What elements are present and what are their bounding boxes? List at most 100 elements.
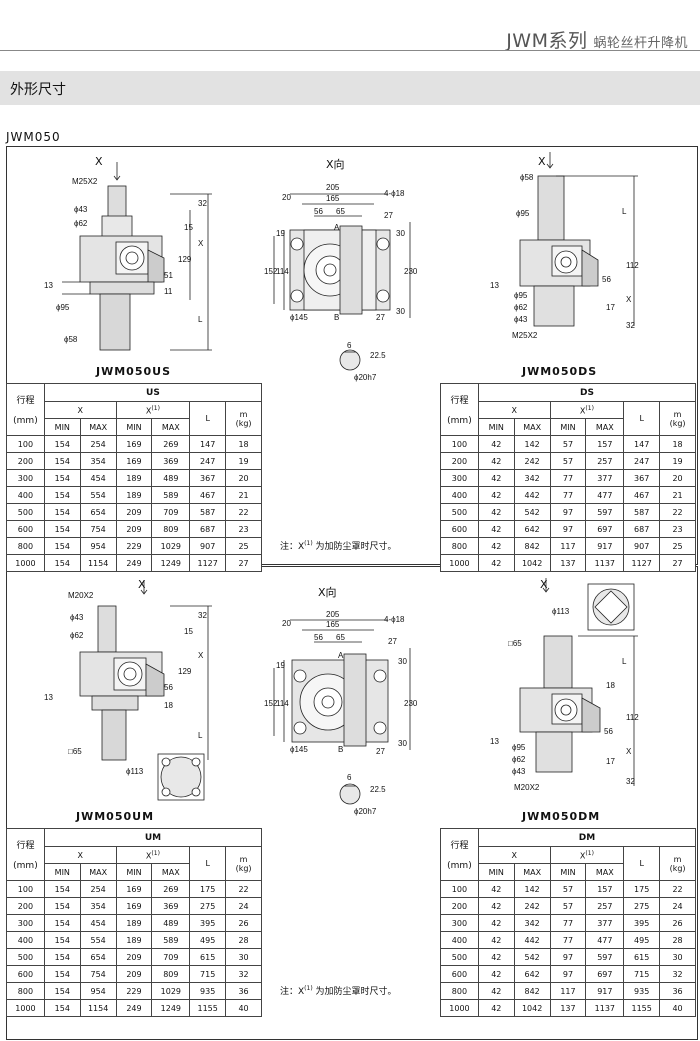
note-top: 注：X(1) 为加防尘罩时尺寸。 (280, 539, 397, 552)
label-18: 18 (164, 701, 173, 710)
table-cell: 269 (151, 435, 191, 453)
label-l: L (622, 207, 627, 216)
col-min: MIN (549, 418, 587, 436)
drawing-us: M25X2 ϕ43 ϕ62 ϕ95 ϕ58 32 15 X 129 51 11 … (44, 162, 212, 351)
table-cell: 32 (659, 965, 696, 983)
note-text: 为加防尘罩时尺寸。 (315, 987, 397, 997)
table-cell: 300 (6, 914, 45, 932)
table-cell: 615 (623, 948, 661, 966)
table-cell: 154 (43, 931, 81, 949)
table-cell: 154 (43, 486, 81, 504)
label-27: 27 (388, 637, 397, 646)
table-cell: 1154 (79, 999, 117, 1017)
table-cell: 587 (623, 503, 661, 521)
table-cell: 842 (513, 982, 551, 1000)
table-cell: 117 (549, 982, 587, 1000)
table-cell: 229 (115, 537, 153, 555)
table-cell: 154 (43, 554, 81, 572)
table-cell: 249 (115, 554, 153, 572)
table-cell: 754 (79, 965, 117, 983)
stroke-unit: (mm) (13, 416, 38, 426)
label-129: 129 (178, 255, 192, 264)
table-cell: 907 (623, 537, 661, 555)
drawing-ds: ϕ58 ϕ95 L 112 56 13 ϕ95 ϕ62 ϕ43 M25X2 X … (490, 152, 639, 340)
label-x: X (626, 747, 632, 756)
table-cell: 369 (151, 452, 191, 470)
table-cell: 147 (189, 435, 227, 453)
table-cell: 454 (79, 914, 117, 932)
label-129: 129 (178, 667, 192, 676)
label-d113: ϕ113 (552, 607, 570, 616)
col-m-unit: (kg) (669, 418, 686, 428)
table-cell: 489 (151, 914, 191, 932)
col-min: MIN (43, 418, 81, 436)
label-30b: 30 (398, 739, 407, 748)
table-cell: 935 (623, 982, 661, 1000)
label-d58: ϕ58 (520, 173, 534, 182)
col-x1-text: X (145, 851, 152, 861)
label-165: 165 (326, 194, 340, 203)
table-cell: 209 (115, 965, 153, 983)
col-m-text: m (673, 409, 682, 419)
table-cell: 1154 (79, 554, 117, 572)
table-cell: 809 (151, 520, 191, 538)
table-cell: 600 (6, 965, 45, 983)
table-cell: 367 (623, 469, 661, 487)
label-d20h7: ϕ20h7 (354, 807, 377, 816)
table-cell: 654 (79, 503, 117, 521)
label-56: 56 (604, 727, 613, 736)
col-min: MIN (115, 418, 153, 436)
label-230: 230 (404, 267, 418, 276)
table-cell: 22 (659, 503, 696, 521)
note-sup: (1) (304, 985, 313, 992)
table-cell: 257 (585, 452, 625, 470)
section-title: 外形尺寸 (10, 82, 66, 98)
label-19: 19 (276, 661, 285, 670)
label-32: 32 (198, 611, 207, 620)
caption-um: JWM050UM (76, 810, 155, 823)
table-cell: 1127 (623, 554, 661, 572)
table-cell: 1000 (440, 999, 479, 1017)
table-cell: 154 (43, 880, 81, 898)
table-cell: 189 (115, 914, 153, 932)
table-cell: 400 (440, 486, 479, 504)
label-19: 19 (276, 229, 285, 238)
drawing-um: M20X2 ϕ43 ϕ62 32 15 X 129 56 18 13 □65 ϕ… (44, 580, 212, 801)
table-cell: 275 (623, 897, 661, 915)
table-cell: 42 (477, 520, 515, 538)
label-20: 20 (282, 193, 291, 202)
caption-dm: JWM050DM (522, 810, 601, 823)
label-d43: ϕ43 (514, 315, 528, 324)
col-m: m(kg) (225, 846, 262, 881)
table-cell: 20 (659, 469, 696, 487)
table-cell: 24 (225, 897, 262, 915)
table-cell: 189 (115, 469, 153, 487)
table-cell: 697 (585, 520, 625, 538)
series-title: JWM系列蜗轮丝杆升降机 (506, 26, 688, 53)
col-x1-text: X (145, 406, 152, 416)
col-x: X (477, 401, 551, 419)
label-b: B (334, 313, 339, 322)
table-cell: 1000 (6, 554, 45, 572)
table-cell: 500 (440, 948, 479, 966)
label-d95: ϕ95 (56, 303, 70, 312)
table-cell: 254 (79, 880, 117, 898)
table-cell: 42 (477, 948, 515, 966)
table-cell: 589 (151, 931, 191, 949)
table-cell: 154 (43, 469, 81, 487)
table-cell: 477 (585, 486, 625, 504)
table-cell: 40 (659, 999, 696, 1017)
table-cell: 169 (115, 452, 153, 470)
drawing-xview-top: 205 165 20 56 65 4-ϕ18 27 30 19 152 114 … (264, 183, 418, 382)
note-text: 为加防尘罩时尺寸。 (315, 542, 397, 552)
label-27b: 27 (376, 747, 385, 756)
table-cell: 25 (659, 537, 696, 555)
table-cell: 542 (513, 948, 551, 966)
